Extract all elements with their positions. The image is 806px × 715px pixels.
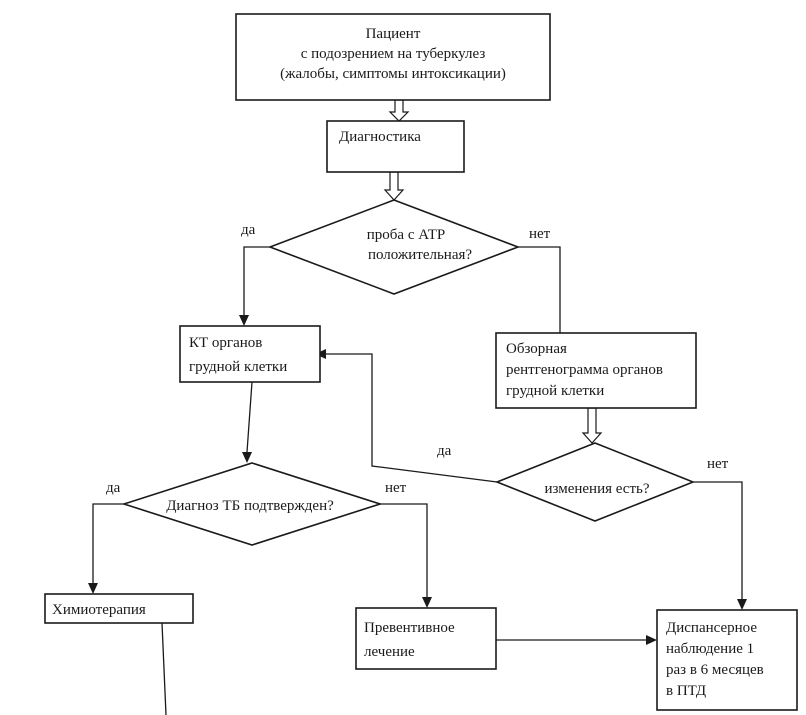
arrow-diagnostics-to-atr <box>383 171 405 201</box>
arrow-tb-yes-to-chemo <box>88 503 124 594</box>
node-chemo: Химиотерапия <box>44 593 194 624</box>
arrow-xray-to-changes <box>581 407 603 444</box>
node-xray-line-2: рентгенограмма органов <box>506 362 663 378</box>
label-changes-yes: да <box>437 443 452 459</box>
label-atr-no: нет <box>529 226 551 242</box>
label-tb-no: нет <box>385 480 407 496</box>
arrow-tb-no-to-preventive <box>380 503 432 608</box>
node-ct: КТ органов грудной клетки <box>179 325 321 383</box>
label-atr-yes: да <box>241 222 256 238</box>
node-diagnostics-label: Диагностика <box>339 129 421 145</box>
node-ct-line-2: грудной клетки <box>189 359 287 375</box>
node-preventive-line-1: Превентивное <box>364 620 455 636</box>
node-dispensary-line-3: раз в 6 месяцев <box>666 662 764 678</box>
node-atr-test-line-2: положительная? <box>368 247 472 263</box>
arrow-changes-no-to-dispensary <box>693 481 747 610</box>
node-xray-line-3: грудной клетки <box>506 383 604 399</box>
node-patient: Пациент с подозрением на туберкулез (жал… <box>235 13 551 101</box>
node-patient-line-3: (жалобы, симптомы интоксикации) <box>280 66 506 82</box>
node-preventive: Превентивное лечение <box>355 607 497 670</box>
node-chemo-label: Химиотерапия <box>52 602 146 618</box>
node-xray-line-1: Обзорная <box>506 341 567 357</box>
node-xray: Обзорная рентгенограмма органов грудной … <box>495 332 697 409</box>
node-changes: изменения есть? <box>494 442 696 522</box>
node-changes-label: изменения есть? <box>544 481 649 497</box>
node-preventive-line-2: лечение <box>364 644 415 660</box>
node-patient-line-1: Пациент <box>366 26 421 42</box>
node-tb-confirmed-label: Диагноз ТБ подтвержден? <box>166 498 334 514</box>
node-atr-test-line-1: проба с АТР <box>367 227 446 243</box>
arrow-atr-no-to-xray <box>518 246 561 333</box>
arrow-changes-yes-to-ct <box>315 349 498 483</box>
line-chemo-continues <box>161 622 167 715</box>
arrow-patient-to-diagnostics <box>388 99 410 122</box>
node-atr-test: проба с АТР положительная? <box>267 199 521 295</box>
node-ct-line-1: КТ органов <box>189 335 262 351</box>
node-dispensary-line-4: в ПТД <box>666 683 706 699</box>
arrow-ct-to-tb <box>242 381 253 463</box>
arrow-preventive-to-dispensary <box>496 635 657 645</box>
node-dispensary: Диспансерное наблюдение 1 раз в 6 месяце… <box>656 609 798 711</box>
label-changes-no: нет <box>707 456 729 472</box>
node-tb-confirmed: Диагноз ТБ подтвержден? <box>121 462 383 546</box>
node-patient-line-2: с подозрением на туберкулез <box>301 46 486 62</box>
node-diagnostics: Диагностика <box>326 120 465 173</box>
label-tb-yes: да <box>106 480 121 496</box>
node-dispensary-line-2: наблюдение 1 <box>666 641 754 657</box>
arrow-atr-yes-to-ct <box>239 246 270 326</box>
node-dispensary-line-1: Диспансерное <box>666 620 757 636</box>
